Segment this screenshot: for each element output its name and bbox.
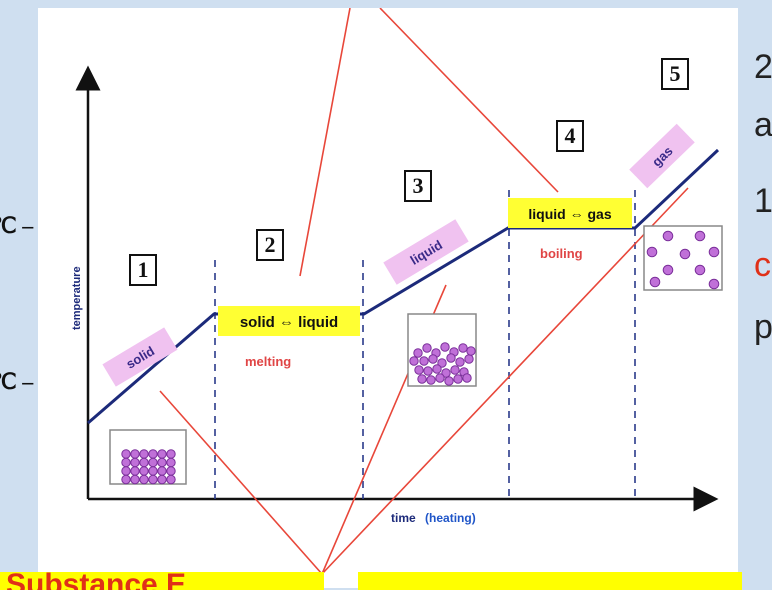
pointer-lines bbox=[159, 8, 689, 575]
particle-solid bbox=[130, 457, 140, 468]
particle-liquid bbox=[409, 356, 419, 366]
phase-dividers bbox=[214, 190, 636, 499]
particle-solid bbox=[139, 457, 149, 468]
particle-liquid bbox=[440, 342, 450, 352]
transition-label-boiling-text: liquid ⇔ gas bbox=[528, 206, 611, 222]
step-number-2: 2 bbox=[256, 229, 284, 261]
particle-solid bbox=[139, 449, 149, 459]
particle-liquid bbox=[450, 365, 460, 375]
particle-liquid bbox=[432, 364, 442, 374]
particle-solid bbox=[148, 474, 158, 485]
particle-liquid bbox=[422, 343, 432, 353]
particle-solid bbox=[157, 449, 167, 459]
phase-label-gas: gas bbox=[629, 123, 695, 189]
pointer-line-from-gas bbox=[321, 187, 689, 575]
transition-label-boiling: liquid ⇔ gas bbox=[508, 198, 632, 228]
particle-solid bbox=[166, 449, 176, 459]
heating-curve-line bbox=[87, 148, 720, 425]
particle-liquid bbox=[441, 368, 451, 378]
particle-liquid bbox=[462, 373, 472, 383]
pointer-line-from-solid bbox=[159, 390, 323, 575]
particle-solid bbox=[166, 466, 176, 476]
side-text-line-3: 1 bbox=[754, 182, 772, 220]
particle-gas bbox=[662, 264, 674, 276]
process-label-melting: melting bbox=[245, 354, 291, 369]
particle-solid bbox=[121, 474, 131, 485]
step-number-3: 3 bbox=[404, 170, 432, 202]
bottom-caption: Substance E bbox=[6, 568, 187, 590]
pointer-line-top-to-boiling bbox=[379, 8, 559, 193]
particle-liquid bbox=[417, 374, 427, 384]
particle-solid bbox=[166, 457, 176, 468]
particle-liquid bbox=[437, 358, 447, 368]
particle-solid bbox=[121, 457, 131, 468]
particle-solid bbox=[139, 466, 149, 476]
y-axis-label: temperature bbox=[71, 266, 83, 330]
particle-solid bbox=[157, 466, 167, 476]
particle-liquid bbox=[466, 346, 476, 356]
particle-gas bbox=[646, 246, 658, 258]
heating-curve-diagram: solid liquid gas solid ⇔ liquid liquid ⇔… bbox=[71, 8, 723, 575]
phase-label-liquid: liquid bbox=[383, 219, 469, 285]
particle-gas bbox=[694, 264, 706, 276]
particle-gas bbox=[679, 248, 691, 260]
particle-liquid bbox=[444, 376, 454, 386]
particle-solid bbox=[157, 474, 167, 485]
particle-liquid bbox=[413, 348, 423, 358]
particle-liquid bbox=[464, 354, 474, 364]
step-number-4: 4 bbox=[556, 120, 584, 152]
particle-solid bbox=[139, 474, 149, 485]
step-number-1: 1 bbox=[129, 254, 157, 286]
particle-solid bbox=[130, 449, 140, 459]
particles-gas-dots bbox=[646, 230, 720, 290]
bottom-box-left bbox=[0, 572, 324, 590]
x-axis-label-note: (heating) bbox=[425, 511, 476, 525]
particle-solid bbox=[121, 466, 131, 476]
particle-liquid bbox=[446, 353, 456, 363]
particles-solid-dots bbox=[121, 449, 176, 485]
particle-solid bbox=[166, 474, 176, 485]
particle-liquid bbox=[426, 375, 436, 385]
pointer-line-top-to-melting bbox=[299, 8, 351, 277]
particle-gas bbox=[694, 230, 706, 242]
particle-gas bbox=[708, 278, 720, 290]
particle-solid bbox=[121, 449, 131, 459]
particle-solid bbox=[130, 466, 140, 476]
particle-gas bbox=[662, 230, 674, 242]
x-axis-label-main: time bbox=[391, 511, 416, 525]
particle-gas bbox=[708, 246, 720, 258]
particle-solid bbox=[130, 474, 140, 485]
transition-label-melting-text: solid ⇔ liquid bbox=[240, 314, 338, 331]
side-text-line-2: a bbox=[754, 106, 772, 144]
particle-liquid bbox=[414, 365, 424, 375]
diagram-panel: solid liquid gas solid ⇔ liquid liquid ⇔… bbox=[38, 8, 738, 588]
particle-liquid bbox=[428, 354, 438, 364]
particles-gas bbox=[643, 225, 723, 291]
particle-solid bbox=[148, 466, 158, 476]
particles-liquid bbox=[407, 313, 477, 387]
step-number-5: 5 bbox=[661, 58, 689, 90]
temperature-mark-upper: ℃ – bbox=[0, 213, 34, 238]
particles-solid bbox=[109, 429, 187, 485]
particle-solid bbox=[148, 449, 158, 459]
particle-solid bbox=[157, 457, 167, 468]
bottom-box-right bbox=[358, 572, 742, 590]
process-label-boiling: boiling bbox=[540, 246, 583, 261]
particle-liquid bbox=[435, 373, 445, 383]
particle-solid bbox=[148, 457, 158, 468]
particle-liquid bbox=[419, 356, 429, 366]
side-text-line-5: p bbox=[754, 308, 772, 346]
side-text-line-1: 2 bbox=[754, 48, 772, 86]
temperature-mark-lower: ℃ – bbox=[0, 369, 34, 394]
transition-label-melting: solid ⇔ liquid bbox=[218, 306, 360, 336]
particles-liquid-dots bbox=[409, 342, 476, 386]
particle-liquid bbox=[453, 374, 463, 384]
side-text-line-4: c bbox=[754, 246, 771, 284]
particle-gas bbox=[649, 276, 661, 288]
x-axis-label: time (heating) bbox=[391, 511, 476, 525]
particle-liquid bbox=[455, 357, 465, 367]
particle-liquid bbox=[458, 343, 468, 353]
particle-liquid bbox=[423, 366, 433, 376]
